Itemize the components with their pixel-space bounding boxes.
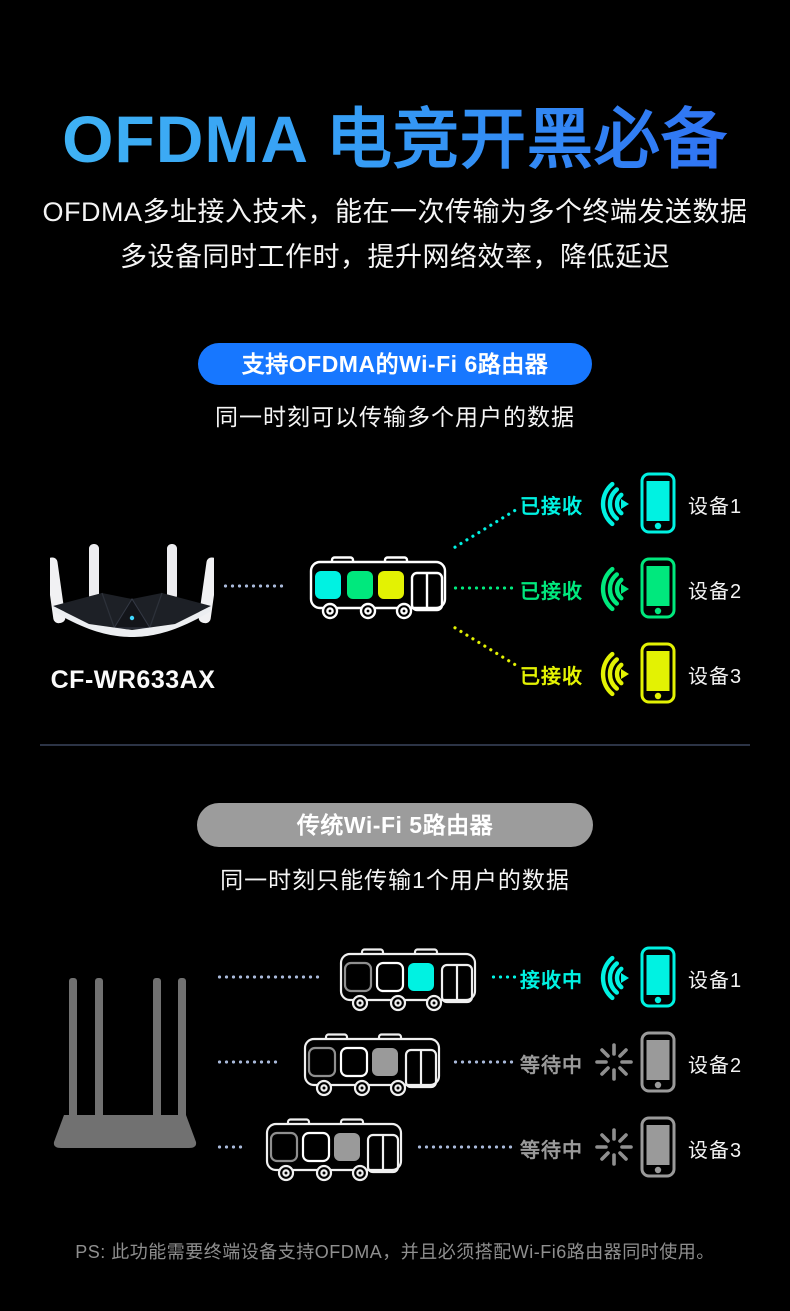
data-bus-icon bbox=[303, 1033, 441, 1097]
dotted-link-row1-right bbox=[490, 975, 517, 979]
packet-slot-green bbox=[347, 571, 373, 599]
data-bus-icon bbox=[339, 948, 477, 1012]
wifi6-diagram: CF-WR633AX 已接收 bbox=[0, 440, 790, 740]
wifi5-router-icon bbox=[53, 978, 197, 1148]
wifi-signal-icon bbox=[600, 955, 629, 1001]
dotted-link-device1 bbox=[450, 506, 520, 551]
wifi5-diagram: 接收中 设备1 bbox=[0, 920, 790, 1220]
page-title: OFDMA 电竞开黑必备 bbox=[0, 86, 790, 182]
wifi5-device1-label: 设备1 bbox=[688, 970, 743, 992]
data-bus-icon bbox=[309, 556, 447, 620]
device2-status: 已接收 bbox=[520, 581, 583, 603]
wifi5-device3-phone-icon bbox=[640, 1116, 676, 1178]
device2-label: 设备2 bbox=[688, 581, 743, 603]
device1-status: 已接收 bbox=[520, 496, 583, 518]
wifi-signal-icon bbox=[600, 566, 629, 612]
device1-label: 设备1 bbox=[688, 496, 743, 518]
dotted-link-row3-right bbox=[416, 1145, 516, 1149]
footer-note: PS: 此功能需要终端设备支持OFDMA，并且必须搭配Wi-Fi6路由器同时使用… bbox=[75, 1242, 715, 1262]
packet-slot-empty bbox=[269, 1131, 299, 1163]
packet-slot-empty bbox=[339, 1046, 369, 1078]
device1-phone-icon bbox=[640, 472, 676, 534]
device2-phone-icon bbox=[640, 557, 676, 619]
wifi5-device2-label: 设备2 bbox=[688, 1055, 743, 1077]
waiting-spinner-icon bbox=[595, 1043, 633, 1081]
router-model-label: CF-WR633AX bbox=[50, 666, 216, 694]
packet-slot-empty bbox=[307, 1046, 337, 1078]
intro-line-1: OFDMA多址接入技术，能在一次传输为多个终端发送数据 bbox=[42, 197, 748, 227]
packet-slot-yellow bbox=[378, 571, 404, 599]
dotted-link-row3-left bbox=[216, 1145, 246, 1149]
dotted-link-device2 bbox=[452, 586, 514, 590]
wifi5-device3-label: 设备3 bbox=[688, 1140, 743, 1162]
data-bus-icon bbox=[265, 1118, 403, 1182]
packet-slot-empty bbox=[301, 1131, 331, 1163]
dotted-link-row2-left bbox=[216, 1060, 280, 1064]
device3-status: 已接收 bbox=[520, 666, 583, 688]
wifi5-badge: 传统Wi-Fi 5路由器 bbox=[197, 803, 593, 847]
dotted-link-router-bus bbox=[222, 584, 286, 588]
wifi-signal-icon bbox=[600, 481, 629, 527]
packet-slot-gray bbox=[334, 1133, 360, 1161]
wifi5-caption: 同一时刻只能传输1个用户的数据 bbox=[220, 867, 570, 893]
wifi5-device2-status: 等待中 bbox=[520, 1055, 583, 1077]
packet-slot-gray bbox=[372, 1048, 398, 1076]
wifi5-device1-phone-icon bbox=[640, 946, 676, 1008]
wifi5-device2-phone-icon bbox=[640, 1031, 676, 1093]
wifi6-caption: 同一时刻可以传输多个用户的数据 bbox=[215, 404, 575, 430]
dotted-link-row1-left bbox=[216, 975, 322, 979]
packet-slot-cyan bbox=[408, 963, 434, 991]
packet-slot-cyan bbox=[315, 571, 341, 599]
wifi6-badge: 支持OFDMA的Wi-Fi 6路由器 bbox=[198, 343, 592, 385]
packet-slot-empty bbox=[343, 961, 373, 993]
device3-phone-icon bbox=[640, 642, 676, 704]
wifi5-device1-status: 接收中 bbox=[520, 970, 583, 992]
waiting-spinner-icon bbox=[595, 1128, 633, 1166]
section-divider bbox=[40, 744, 750, 746]
device3-label: 设备3 bbox=[688, 666, 743, 688]
dotted-link-device3 bbox=[450, 624, 520, 669]
packet-slot-empty bbox=[375, 961, 405, 993]
intro-text: OFDMA多址接入技术，能在一次传输为多个终端发送数据 多设备同时工作时，提升网… bbox=[0, 190, 790, 280]
wifi6-router-icon bbox=[50, 544, 214, 637]
wifi5-device3-status: 等待中 bbox=[520, 1140, 583, 1162]
wifi-signal-icon bbox=[600, 651, 629, 697]
dotted-link-row2-right bbox=[452, 1060, 516, 1064]
intro-line-2: 多设备同时工作时，提升网络效率，降低延迟 bbox=[120, 242, 670, 272]
